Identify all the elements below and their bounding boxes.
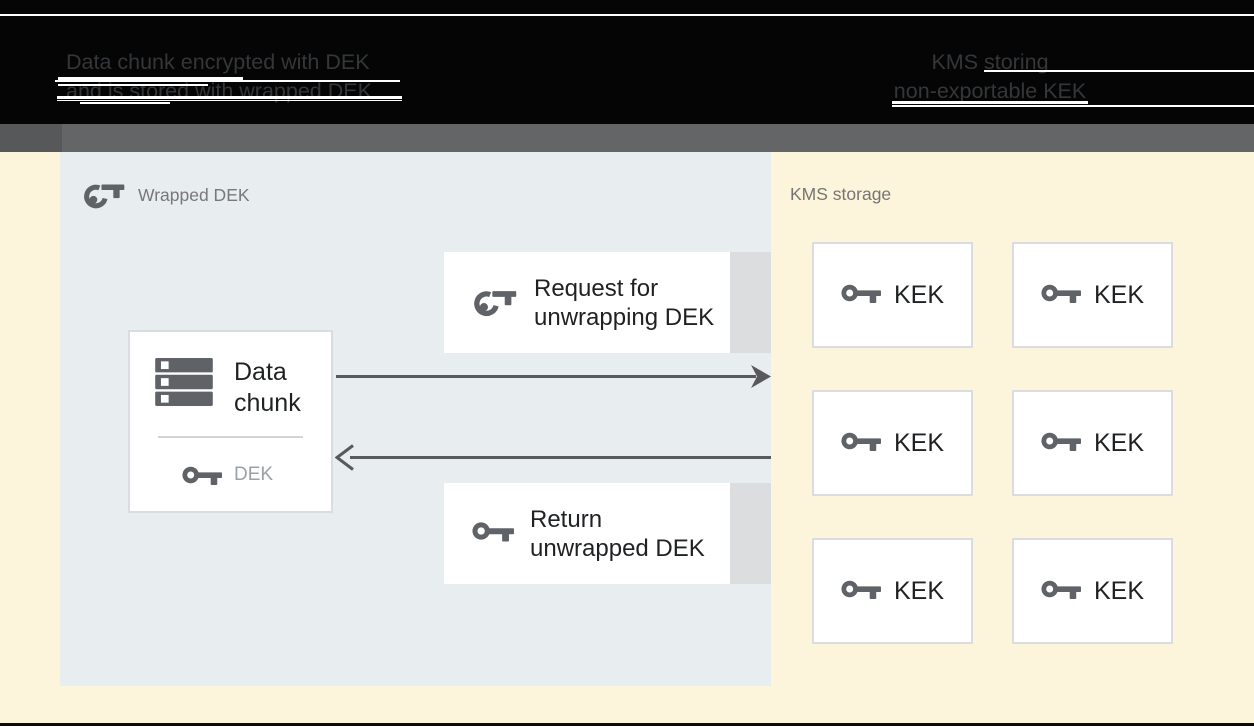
request-text-line: Request for [534, 274, 659, 302]
key-outline-icon [472, 282, 518, 323]
glitch-artifact [55, 80, 400, 82]
return-box-tail [730, 483, 771, 584]
key-solid-icon [841, 281, 881, 310]
key-solid-icon [182, 463, 222, 492]
return-unwrap-text: Return unwrapped DEK [530, 505, 705, 563]
wrapped-dek-label-text: Wrapped DEK [138, 184, 250, 205]
glitch-artifact [984, 70, 1254, 72]
arrow-left-icon [334, 444, 354, 476]
kek-label: KEK [1093, 428, 1145, 457]
glitch-artifact [58, 77, 243, 80]
caption-data-chunk: Data chunk encrypted with DEK and is sto… [66, 48, 372, 106]
kek-label: KEK [893, 428, 945, 457]
key-solid-icon [472, 518, 514, 549]
glitch-artifact [892, 101, 1088, 104]
key-solid-icon [1041, 429, 1081, 458]
kek-label: KEK [1093, 280, 1145, 309]
caption-line: KMS storing [931, 50, 1049, 74]
kek-box: KEK [812, 242, 973, 348]
caption-line: Data chunk encrypted with DEK [66, 50, 370, 74]
key-solid-icon [1041, 577, 1081, 606]
data-chunk-card: Data chunk DEK [128, 330, 333, 513]
request-text-line: unwrapping DEK [534, 303, 715, 331]
caption-kms-storing: KMS storing non-exportable KEK [858, 48, 1122, 106]
data-chunk-title: Data chunk [234, 357, 301, 419]
kek-label: KEK [1093, 576, 1145, 605]
arrow-return-line [350, 456, 771, 459]
arrow-request-line [336, 375, 756, 378]
header-band: Data chunk encrypted with DEK and is sto… [0, 0, 1254, 124]
key-solid-icon [1041, 281, 1081, 310]
return-unwrap-box: Return unwrapped DEK [444, 483, 730, 584]
glitch-artifact [892, 104, 1254, 107]
glitch-artifact [57, 99, 402, 101]
arrow-right-icon [751, 365, 771, 393]
kek-box: KEK [1012, 242, 1173, 348]
glitch-artifact [80, 102, 170, 104]
caption-line: and is stored with wrapped DEK [66, 79, 372, 103]
kms-storage-label: KMS storage [790, 184, 892, 204]
request-unwrap-box: Request for unwrapping DEK [444, 252, 730, 353]
card-divider [158, 436, 303, 438]
key-solid-icon [841, 429, 881, 458]
caption-line: non-exportable KEK [893, 79, 1087, 103]
kek-box: KEK [1012, 390, 1173, 496]
data-chunk-title-line: Data [234, 358, 287, 386]
kek-label: KEK [893, 576, 945, 605]
divider-band [0, 124, 1254, 152]
glitch-artifact [0, 14, 1254, 16]
key-outline-icon [82, 175, 126, 216]
data-chunk-title-line: chunk [234, 389, 301, 417]
wrapped-dek-label: Wrapped DEK [82, 177, 250, 213]
kek-box: KEK [1012, 538, 1173, 644]
return-text-line: unwrapped DEK [530, 534, 705, 562]
kek-box: KEK [812, 538, 973, 644]
glitch-artifact [58, 84, 208, 86]
key-solid-icon [841, 577, 881, 606]
request-box-tail [730, 252, 771, 353]
kek-box: KEK [812, 390, 973, 496]
dek-label: DEK [234, 464, 274, 485]
return-text-line: Return [530, 505, 603, 533]
divider-band-left-segment [0, 124, 62, 152]
request-unwrap-text: Request for unwrapping DEK [534, 274, 714, 332]
bottom-edge-line [0, 723, 1254, 726]
server-stack-icon [155, 358, 213, 411]
glitch-artifact [57, 96, 402, 99]
kek-label: KEK [893, 280, 945, 309]
